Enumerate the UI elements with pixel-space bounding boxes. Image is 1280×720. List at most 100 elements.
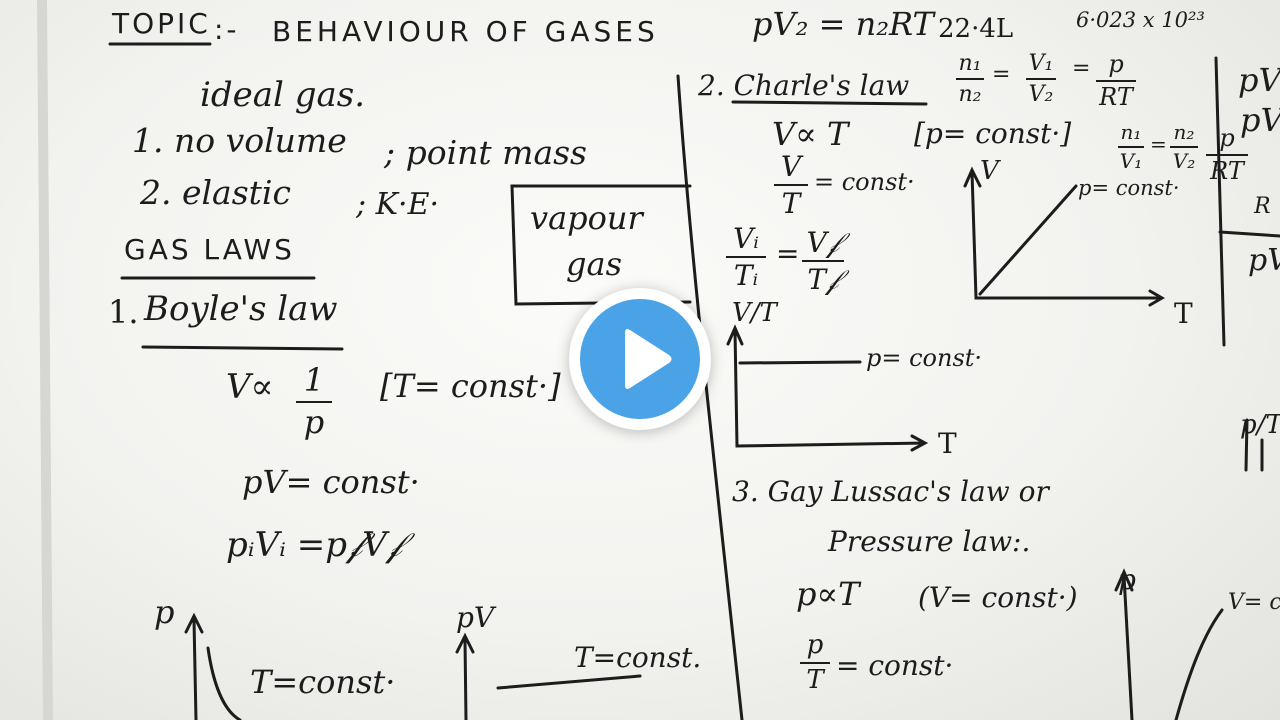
ideal-gas-heading: ideal gas.: [200, 75, 366, 115]
charles-v-over-t: V T: [774, 152, 808, 219]
p-over-rt-num: p: [1108, 50, 1124, 78]
play-icon: [625, 329, 672, 389]
topic-label: TOPIC: [112, 7, 211, 40]
v1-label: V₁: [1028, 51, 1054, 76]
final-fraction: V𝒻 T𝒻: [802, 228, 844, 295]
boyle-condition: [T= const·]: [380, 367, 561, 405]
initial-fraction: Vᵢ Tᵢ: [726, 224, 766, 291]
vt-linear-line: [978, 184, 1078, 296]
point-elastic: 2. elastic: [140, 173, 291, 212]
n2-over-v2: n₂ V₂: [1170, 122, 1198, 172]
gay-frac-denominator: T: [806, 665, 824, 696]
gay-condition: (V= const·): [918, 581, 1078, 614]
p-over-rt-num-2: p: [1219, 124, 1235, 152]
equals-sign-3: =: [1072, 56, 1091, 81]
gay-p-axis-label: p: [1118, 563, 1136, 596]
point-no-volume: 1. no volume: [132, 121, 347, 160]
vapour-label: vapour: [530, 199, 643, 237]
gay-frac-numerator: p: [806, 630, 824, 660]
right-pv-2: pV: [1240, 101, 1280, 139]
n-ratio: n₁ n₂: [956, 52, 984, 106]
boyle-inverse-fraction: 1 p: [296, 361, 332, 441]
gay-p-over-t: p T: [800, 630, 830, 696]
charles-condition: [p= const·]: [914, 117, 1072, 150]
pressure-law-label: Pressure law:.: [828, 525, 1031, 558]
graph-pv-axis-label: pV: [456, 601, 495, 634]
vi-label: Vᵢ: [733, 222, 759, 255]
pv-graph-line: [496, 674, 642, 690]
right-pv-3: pV: [1248, 243, 1280, 278]
p-over-rt-den-2: RT: [1210, 157, 1244, 186]
equals-sign: =: [776, 237, 800, 270]
equals-sign-4: =: [1150, 132, 1167, 156]
right-divider: [1214, 56, 1226, 347]
v-ratio: V₁ V₂: [1026, 52, 1056, 106]
topic-separator: :-: [214, 13, 240, 46]
vt-graph-line: [738, 360, 862, 365]
graph-p-axis-label: p: [154, 593, 175, 631]
gay-const: = const·: [836, 649, 954, 682]
pv-graph-axis: [455, 632, 475, 720]
p-over-rt: p RT: [1096, 50, 1136, 112]
n2-label: n₂: [958, 82, 982, 108]
p-over-rt-2: p RT: [1206, 124, 1248, 186]
boyle-fraction-denominator: p: [303, 402, 325, 441]
boyle-underline: [141, 345, 344, 351]
right-r: R: [1254, 194, 1271, 219]
charles-underline: [731, 100, 928, 106]
charles-proportion: V∝ T: [772, 115, 849, 153]
molar-volume: 22·4L: [938, 14, 1014, 44]
gas-label: gas: [566, 245, 622, 283]
v-axis-label: V: [980, 156, 999, 186]
gay-proportion: p∝T: [796, 575, 860, 613]
tf-label: T𝒻: [807, 263, 839, 297]
t-axis-label-1: T: [938, 427, 957, 460]
boyle-equation-2: pᵢVᵢ =p𝒻V𝒻: [226, 525, 402, 565]
point-mass: ; point mass: [384, 133, 587, 172]
vt-axis-label: V/T: [732, 298, 777, 328]
ti-label: Tᵢ: [733, 259, 759, 293]
gay-graph-axis: [1114, 568, 1134, 720]
boyle-fraction-numerator: 1: [303, 361, 325, 399]
vf-label: V𝒻: [806, 226, 840, 259]
charles-const: = const·: [814, 168, 915, 196]
n1-over-v1: n₁ V₁: [1118, 122, 1144, 172]
topic-title: BEHAVIOUR OF GASES: [272, 15, 659, 48]
v-const-label: V= c: [1228, 590, 1280, 615]
gay-lussac-title: 3. Gay Lussac's law or: [732, 475, 1049, 508]
v2-label: V₂: [1028, 82, 1054, 108]
n2-label-2: n₂: [1173, 120, 1195, 144]
right-p-over-t: p/T: [1240, 410, 1280, 440]
charles-frac-denominator: T: [781, 187, 801, 221]
boyle-equation-1: pV= const·: [242, 463, 420, 501]
play-button[interactable]: [569, 288, 711, 430]
boyle-proportion: V∝: [226, 367, 274, 407]
n1-label-2: n₁: [1120, 120, 1142, 144]
right-pv-1: pV: [1238, 61, 1280, 99]
vt-linear-axes: [963, 166, 1165, 307]
ideal-gas-equation: pV₂ = n₂RT: [752, 5, 934, 43]
point-kinetic-energy: ; K·E·: [356, 187, 440, 222]
avogadro-number: 6·023 x 10²³: [1076, 8, 1205, 32]
v1-label-2: V₁: [1119, 149, 1143, 173]
equals-sign-2: =: [992, 62, 1011, 87]
t-const-label-2: T=const.: [574, 641, 702, 674]
n1-label: n₁: [958, 51, 982, 76]
p-over-rt-den: RT: [1099, 83, 1133, 112]
gas-laws-heading: GAS LAWS: [124, 233, 295, 266]
charles-title: 2. Charle's law: [698, 69, 910, 102]
gay-graph-line: [1174, 608, 1224, 720]
charles-frac-numerator: V: [780, 150, 802, 183]
v2-label-2: V₂: [1172, 149, 1196, 173]
t-axis-label-2: T: [1174, 297, 1193, 330]
p-const-label-2: p= const·: [1078, 176, 1180, 200]
p-const-label-1: p= const·: [866, 344, 983, 372]
vt-graph-axes: [726, 324, 929, 452]
boyle-graph-curve: [206, 646, 242, 720]
boyle-number: 1.: [108, 293, 139, 331]
boyle-title: Boyle's law: [144, 289, 338, 329]
boyle-graph-axis: [184, 612, 204, 720]
t-const-label-1: T=const·: [250, 663, 396, 701]
